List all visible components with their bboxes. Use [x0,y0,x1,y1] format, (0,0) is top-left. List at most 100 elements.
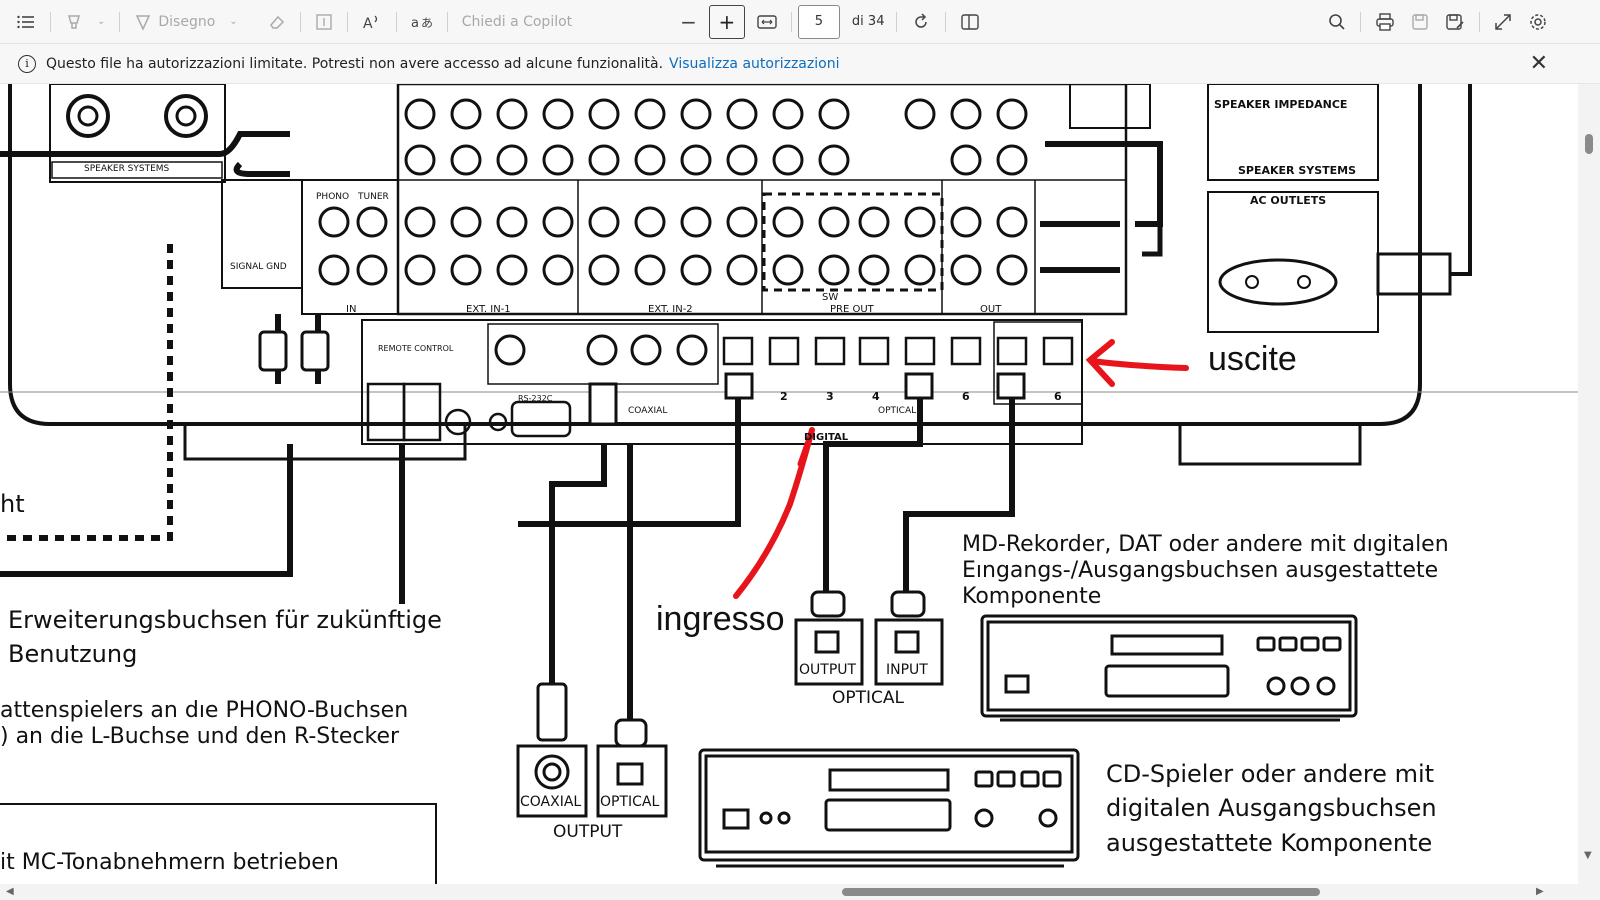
text-cd-line-3: ausgestattete Komponente [1106,829,1433,857]
contents-button[interactable] [8,6,44,38]
page-view-button[interactable] [952,6,988,38]
scroll-left-arrow-icon[interactable]: ◀ [6,886,14,897]
chevron-down-icon: ⌄ [97,16,106,27]
view-permissions-link[interactable]: Visualizza autorizzazioni [669,55,840,72]
outputs-annotation: uscite [1208,340,1297,378]
rotate-icon [915,12,928,28]
draw-label: Disegno [158,13,216,30]
jack-row-bottom [404,206,1028,286]
plus-icon: + [718,9,736,34]
highlight-button[interactable]: ⌄ [57,6,113,38]
scroll-down-arrow-icon[interactable]: ▼ [1584,850,1592,861]
search-icon [1329,13,1346,30]
save-button[interactable] [1403,6,1437,38]
digital-label: DIGITAL [804,432,849,443]
page-total: di 34 [851,14,885,29]
horizontal-scroll-thumb[interactable] [842,888,1320,896]
md-output-plug-label: OUTPUT [799,662,857,678]
ground-wire [0,244,173,541]
md-recorder-illustration [980,614,1358,722]
optical-jack-number-2: 2 [780,390,788,403]
text-expansion-line-2: Benutzung [8,640,138,668]
optical-jack-number-3: 3 [826,390,834,403]
print-button[interactable] [1367,6,1403,38]
vertical-scroll-thumb[interactable] [1585,134,1593,154]
toolbar-divider [790,11,792,32]
horizontal-scrollbar[interactable]: ◀ ▶ [0,884,1578,900]
chevron-down-icon: ⌄ [229,16,238,27]
in-label: IN [346,304,357,315]
optical-jack-number-6a: 6 [962,390,970,403]
save-as-icon [1446,13,1465,30]
svg-text:a: a [411,16,419,31]
eraser-icon [269,15,284,29]
optical-small-label: OPTICAL [878,406,917,416]
printer-icon [1376,12,1395,31]
text-phono-line-1: attenspielers an dıe PHONO-Buchsen [0,698,409,723]
fit-width-button[interactable] [749,6,785,38]
zoom-out-button[interactable]: − [672,6,705,38]
close-icon[interactable]: ✕ [1529,51,1548,76]
toolbar-divider [446,11,448,32]
scroll-right-arrow-icon[interactable]: ▶ [1536,886,1544,897]
optical-jack-number-4: 4 [872,390,880,403]
sw-label: SW [822,292,839,303]
optical-jack-row [722,336,1074,366]
jack-row-top [404,98,1028,176]
pre-out-label: PRE OUT [830,304,874,315]
fit-width-icon [757,14,777,29]
page-number-input[interactable]: 5 [797,4,840,39]
save-as-button[interactable] [1437,6,1473,38]
vertical-scrollbar[interactable]: ▼ [1578,84,1600,900]
rs232c-label: RS-232C [518,394,553,403]
toolbar-divider [119,11,121,32]
toolbar-divider [1479,11,1481,32]
text-box-button[interactable] [307,6,341,38]
highlighter-icon [68,14,80,29]
toolbar-divider [395,11,397,32]
rotate-button[interactable] [903,6,939,38]
svg-text:あ: あ [421,16,433,30]
read-aloud-button[interactable]: A [354,6,390,38]
speaker-systems-left-label: SPEAKER SYSTEMS [84,164,170,174]
phono-label: PHONO [316,192,350,202]
text-phono-line-2: ) an die L-Buchse und den R-Stecker [0,724,400,749]
cd-player-illustration [698,748,1080,868]
document-page: SPEAKER IMPEDANCE SPEAKER SYSTEMS AC OUT… [0,84,1578,884]
search-button[interactable] [1320,6,1354,38]
pen-icon [136,14,151,31]
md-optical-label: OPTICAL [832,688,905,708]
gear-icon [1530,13,1547,30]
ext-in-1-label: EXT. IN-1 [466,304,511,315]
info-icon: i [18,54,36,73]
eraser-button[interactable] [260,6,294,38]
toolbar-divider [896,11,898,32]
text-cd-line-2: digitalen Ausgangsbuchsen [1106,794,1437,822]
coaxial-small-label: COAXIAL [628,406,668,416]
zoom-in-button[interactable]: + [708,4,745,39]
text-box-icon [315,13,332,30]
toolbar-divider [346,11,348,32]
svg-text:A: A [363,16,373,31]
draw-button[interactable]: Disegno ⌄ [126,6,245,38]
receiver-back-panel-diagram [0,84,1578,884]
settings-button[interactable] [1520,6,1556,38]
cd-coaxial-label: COAXIAL [520,794,582,810]
expand-icon [1495,13,1512,30]
md-input-plug-label: INPUT [886,662,928,678]
toolbar-divider [1360,11,1362,32]
fullscreen-button[interactable] [1486,6,1520,38]
text-cd-line-1: CD-Spieler oder andere mit [1106,760,1435,788]
optical-jack-number-6b: 6 [1054,390,1062,403]
speaker-impedance-label: SPEAKER IMPEDANCE [1214,98,1348,111]
speaker-systems-label: SPEAKER SYSTEMS [1238,164,1357,177]
red-annotations [733,339,1189,599]
text-ht: ht [0,490,25,518]
tuner-label: TUNER [358,192,389,202]
ask-copilot-button[interactable]: Chiedi a Copilot [454,6,580,38]
toolbar-divider [945,11,947,32]
input-annotation: ingresso [656,600,785,638]
cd-optical-label: OPTICAL [600,794,660,810]
